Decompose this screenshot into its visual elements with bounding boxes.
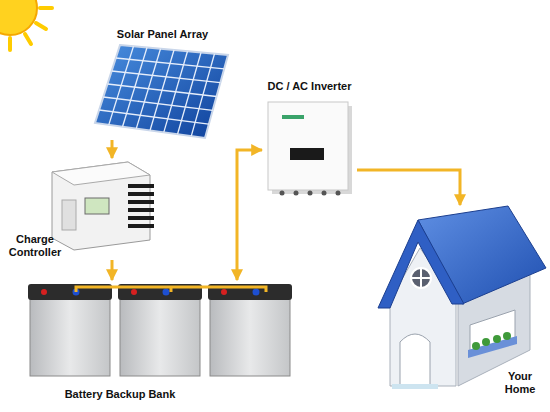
- component-node: DC / AC Inverter: [262, 80, 357, 198]
- inverter-device-part-part: [280, 191, 285, 196]
- solar-panel-part-part: [99, 110, 209, 124]
- battery-bank-part: [253, 289, 260, 296]
- inverter-device-part: [268, 102, 348, 190]
- flow-arrow: [357, 170, 460, 205]
- component-label: Solar Panel Array: [95, 28, 230, 41]
- flow-arrow: [111, 140, 114, 158]
- inverter-device-part-part: [294, 191, 299, 196]
- charge-controller-device: [52, 162, 154, 250]
- charge-controller-device-part: [85, 198, 109, 214]
- component-node: Solar Panel Array: [95, 28, 230, 140]
- battery-bank-part: [41, 289, 47, 295]
- charge-controller-device-part-part: [128, 200, 154, 204]
- battery-bank-part: [210, 298, 290, 376]
- sun-part-part: [36, 23, 46, 29]
- solar-panel-part-part: [116, 58, 224, 69]
- solar-panel-part-part: [112, 71, 221, 83]
- component-label: DC / AC Inverter: [257, 80, 362, 93]
- solar-panel-part-part: [103, 97, 212, 110]
- sun-part-part: [40, 6, 52, 10]
- component-label: Your Home: [498, 370, 542, 396]
- house: [378, 206, 546, 389]
- house-part: [400, 334, 430, 386]
- solar-panel-part-part: [108, 84, 217, 97]
- house-part: [378, 220, 464, 308]
- house-part-part: [482, 338, 490, 346]
- component-node: Charge Controller: [8, 158, 158, 260]
- battery-bus-wire-part: [76, 287, 266, 292]
- battery-bank-part: [131, 289, 137, 295]
- charge-controller-device-part: [52, 162, 150, 185]
- inverter-device: [268, 102, 352, 196]
- house-part-part: [493, 335, 501, 343]
- sun-part-part: [8, 38, 12, 50]
- component-label: Battery Backup Bank: [45, 388, 195, 401]
- inverter-device-part: [280, 191, 341, 196]
- flow-arrow: [111, 260, 114, 280]
- charge-controller-device-part-part: [128, 224, 154, 228]
- charge-controller-device-part-part: [128, 216, 154, 220]
- house-part: [392, 384, 438, 389]
- inverter-device-part-part: [308, 191, 313, 196]
- sun-part-part: [25, 34, 31, 44]
- inverter-device-part-part: [322, 191, 327, 196]
- charge-controller-device-part: [128, 184, 154, 228]
- battery-bus-wire-part: [170, 287, 173, 292]
- flow-arrow: [237, 150, 262, 280]
- charge-controller-device-part: [52, 162, 150, 250]
- inverter-device-part: [282, 115, 304, 119]
- charge-controller-device-part-part: [128, 192, 154, 196]
- solar-panel: [95, 45, 228, 138]
- charge-controller-device-part-part: [128, 208, 154, 212]
- battery-bank-part: [163, 289, 170, 296]
- charge-controller-device-part-part: [128, 184, 154, 188]
- house-part: [468, 336, 517, 358]
- component-label: Charge Controller: [8, 233, 62, 259]
- solar-panel-part: [99, 46, 224, 136]
- solar-panel-part: [95, 45, 228, 138]
- battery-bank-part: [30, 298, 110, 376]
- component-node: Your Home: [372, 205, 544, 400]
- house-part: [411, 268, 431, 288]
- sun: [0, 0, 52, 50]
- house-part-part: [503, 332, 511, 340]
- battery-bus-wire: [76, 287, 266, 292]
- component-node: Battery Backup Bank: [25, 280, 295, 402]
- battery-bank-part: [120, 298, 200, 376]
- charge-controller-device-part: [62, 200, 76, 230]
- battery-bank-part: [221, 289, 227, 295]
- house-part: [411, 277, 431, 279]
- inverter-device-part: [290, 148, 324, 160]
- sun-part: [0, 0, 37, 35]
- house-part-part: [472, 342, 480, 350]
- battery-bank: [28, 284, 292, 376]
- house-part: [472, 332, 511, 350]
- inverter-device-part-part: [336, 191, 341, 196]
